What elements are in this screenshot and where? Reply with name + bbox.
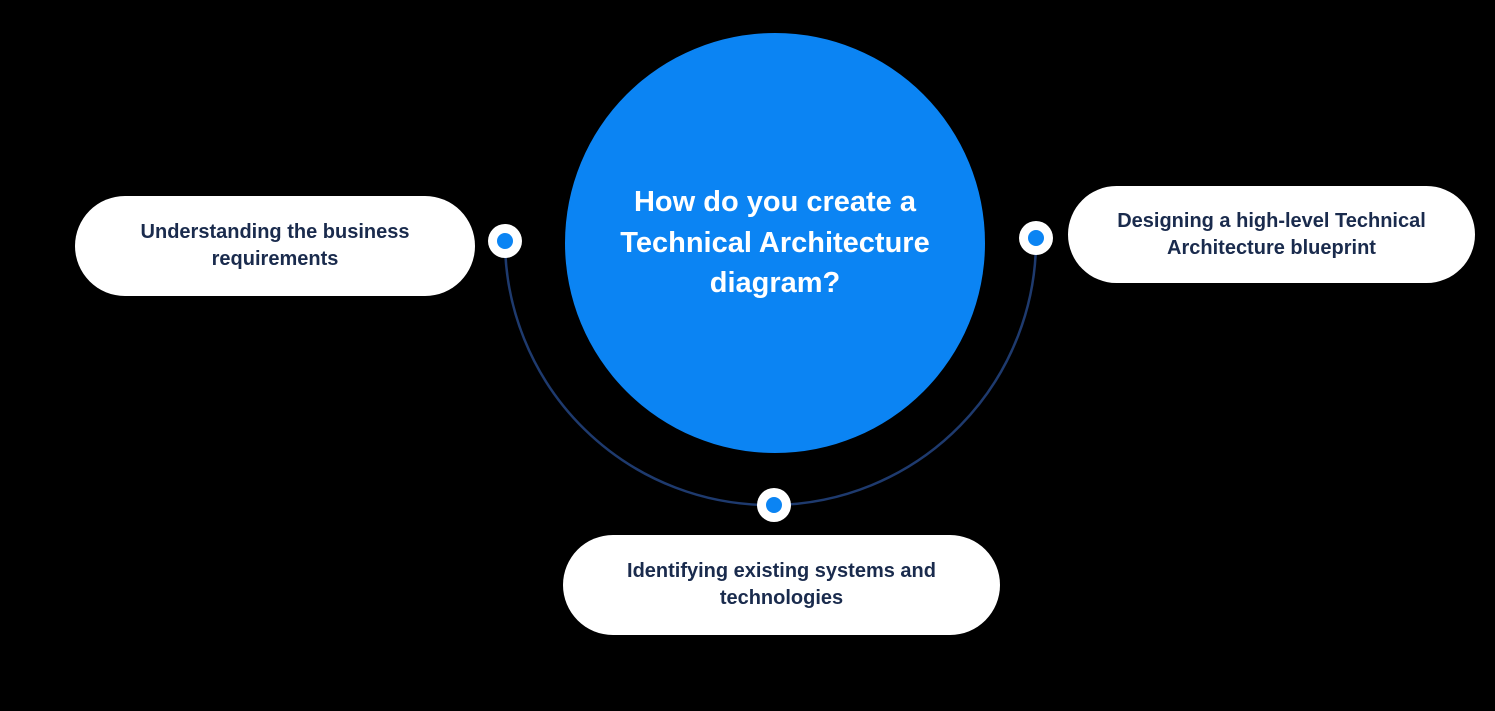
connector-dot-right: [1019, 221, 1053, 255]
node-label: Designing a high-level Technical Archite…: [1117, 209, 1426, 259]
connector-dot-bottom: [757, 488, 791, 522]
connector-dot-left: [488, 224, 522, 258]
node-designing-high-level-blueprint: Designing a high-level Technical Archite…: [1068, 186, 1475, 283]
connector-dot-inner: [766, 497, 782, 513]
node-identifying-existing-systems: Identifying existing systems and technol…: [563, 535, 1000, 635]
node-understanding-business-requirements: Understanding the business requirements: [75, 196, 475, 296]
central-topic-circle: How do you create a Technical Architectu…: [565, 33, 985, 453]
central-topic-title: How do you create a Technical Architectu…: [620, 186, 930, 300]
node-label: Identifying existing systems and technol…: [627, 560, 936, 609]
connector-dot-inner: [1028, 230, 1044, 246]
node-label: Understanding the business requirements: [140, 221, 410, 270]
connector-dot-inner: [497, 233, 513, 249]
